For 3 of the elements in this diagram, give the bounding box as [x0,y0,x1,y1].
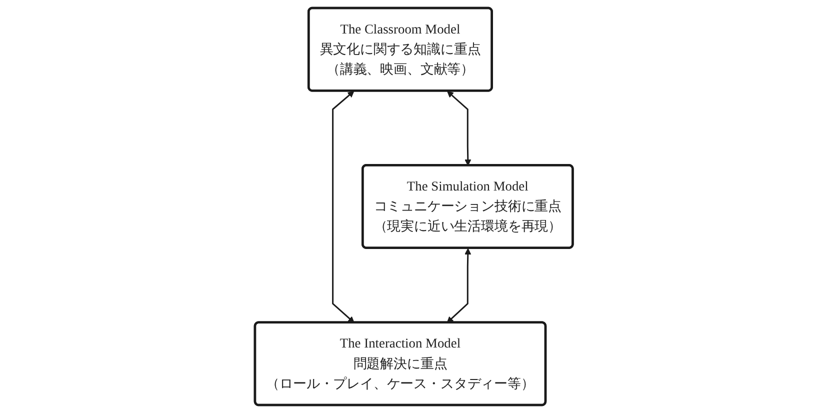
arrow [446,248,471,323]
arrow [332,90,354,323]
arrow [446,90,471,166]
